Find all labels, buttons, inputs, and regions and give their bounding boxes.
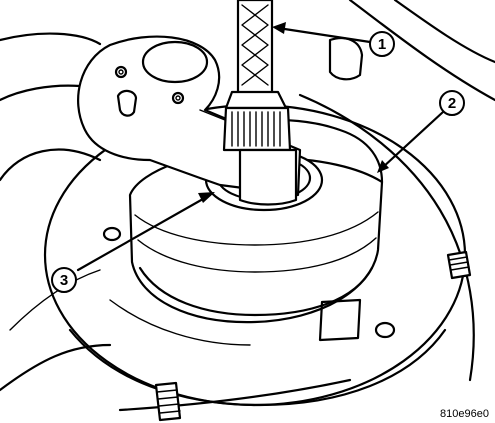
leader-line-1	[276, 26, 372, 44]
callout-2: 2	[439, 90, 465, 116]
callout-1: 1	[369, 31, 395, 57]
tower-holes	[102, 226, 396, 339]
leader-line-2	[380, 110, 445, 170]
leader-line-3	[76, 193, 212, 272]
arrowhead-3	[198, 192, 215, 203]
socket-extension	[222, 0, 298, 206]
arrowhead-2	[377, 160, 389, 173]
callout-3-label: 3	[60, 272, 68, 289]
callout-2-label: 2	[448, 95, 456, 112]
figure-code: 810e96e0	[440, 408, 489, 420]
callout-3: 3	[51, 267, 77, 293]
mount-studs	[154, 37, 472, 422]
leader-lines	[76, 22, 445, 272]
arrowhead-1	[272, 22, 286, 34]
callout-1-label: 1	[378, 36, 386, 53]
